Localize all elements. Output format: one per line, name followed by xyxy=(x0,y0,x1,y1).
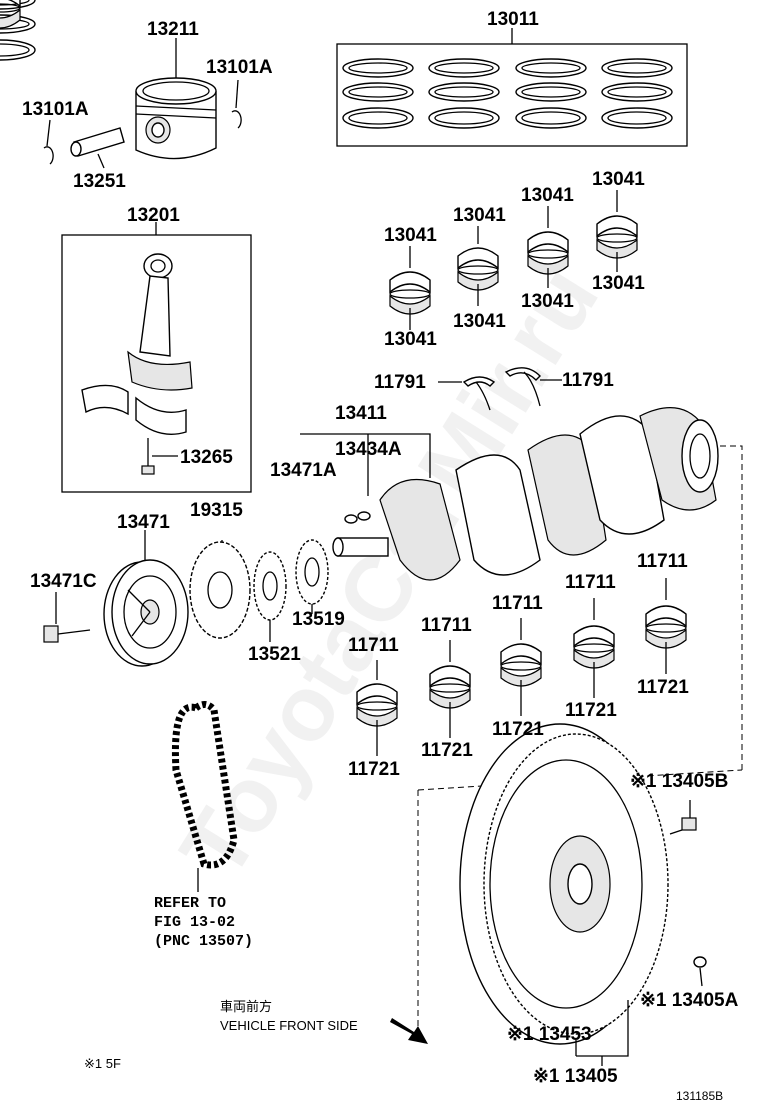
connecting-rod-assembly[interactable] xyxy=(61,222,252,493)
label-piston-ring-set: 13011 xyxy=(487,9,539,30)
label-rod-bearing-upper-3: 13041 xyxy=(521,185,574,206)
label-main-bearing-upper-4: 11711 xyxy=(565,572,616,593)
label-crankshaft-key-2: 13471A xyxy=(270,460,337,481)
label-piston-pin: 13251 xyxy=(73,171,126,192)
label-crankshaft-key-1: 13434A xyxy=(335,439,402,460)
crankshaft-pulley[interactable] xyxy=(103,530,189,667)
label-rod-bearing-lower-1: 13041 xyxy=(384,329,437,350)
piston[interactable] xyxy=(135,38,217,160)
label-sensor-plate: 19315 xyxy=(190,500,243,521)
snap-ring-right[interactable] xyxy=(231,79,242,129)
label-main-bearing-upper-1: 11711 xyxy=(348,635,399,656)
label-crankshaft: 13411 xyxy=(335,403,387,424)
label-connecting-rod: 13201 xyxy=(127,205,180,226)
label-snap-ring-left: 13101A xyxy=(22,99,89,120)
label-main-bearing-lower-3: 11721 xyxy=(492,719,544,740)
label-flywheel-bolt: ※1 13405B xyxy=(630,771,729,792)
label-main-bearing-upper-3: 11711 xyxy=(492,593,543,614)
crankshaft-keys[interactable] xyxy=(344,511,371,524)
label-rod-bearing-upper-4: 13041 xyxy=(592,169,645,190)
flywheel-dowel-pin[interactable] xyxy=(693,956,707,987)
label-main-bearing-lower-2: 11721 xyxy=(421,740,473,761)
vehicle-front-label-en: VEHICLE FRONT SIDE xyxy=(220,1018,358,1033)
footnote: ※1 5F xyxy=(84,1056,121,1071)
label-pulley-bolt: 13471C xyxy=(30,571,97,592)
label-main-bearing-upper-2: 11711 xyxy=(421,615,472,636)
crank-angle-sensor-plate[interactable] xyxy=(189,540,251,639)
rod-bearings[interactable] xyxy=(0,0,638,330)
label-main-bearing-lower-1: 11721 xyxy=(348,759,400,780)
label-main-bearing-lower-4: 11721 xyxy=(565,700,617,721)
label-rod-bearing-lower-4: 13041 xyxy=(592,273,645,294)
label-flywheel: ※1 13405 xyxy=(533,1066,618,1087)
flywheel-bolt[interactable] xyxy=(669,800,697,835)
pulley-bolt[interactable] xyxy=(43,592,91,643)
timing-chain[interactable] xyxy=(171,701,238,892)
piston-ring-set[interactable] xyxy=(0,0,688,147)
refer-to-fig-note: REFER TO FIG 13-02 (PNC 13507) xyxy=(154,895,254,950)
vehicle-front-label-jp: 車両前方 xyxy=(220,999,273,1014)
label-rod-bearing-upper-1: 13041 xyxy=(384,225,437,246)
figure-code: 131185B xyxy=(676,1089,724,1103)
label-rod-bearing-lower-3: 13041 xyxy=(521,291,574,312)
crankshaft-timing-gear[interactable] xyxy=(253,551,287,642)
crankshaft[interactable] xyxy=(300,407,743,770)
label-main-bearing-upper-5: 11711 xyxy=(637,551,688,572)
label-thrust-washer-left: 11791 xyxy=(374,372,426,393)
label-thrust-washer-right: 11791 xyxy=(562,370,614,391)
label-flywheel-pin: ※1 13405A xyxy=(640,990,739,1011)
label-snap-ring-right: 13101A xyxy=(206,57,273,78)
vehicle-front-arrow xyxy=(390,1018,428,1044)
piston-pin[interactable] xyxy=(70,127,125,169)
snap-ring-left[interactable] xyxy=(43,119,54,165)
timing-gear-spacer[interactable] xyxy=(295,539,329,614)
label-ring-gear: ※1 13453 xyxy=(507,1024,592,1045)
thrust-washers[interactable] xyxy=(438,367,562,411)
label-rod-bolt: 13265 xyxy=(180,447,233,468)
label-rod-bearing-lower-2: 13041 xyxy=(453,311,506,332)
label-rod-bearing-upper-2: 13041 xyxy=(453,205,506,226)
flywheel[interactable] xyxy=(417,723,743,1066)
label-timing-gear: 13521 xyxy=(248,644,301,665)
label-piston: 13211 xyxy=(147,19,199,40)
label-main-bearing-lower-5: 11721 xyxy=(637,677,689,698)
label-crankshaft-pulley: 13471 xyxy=(117,512,170,533)
label-gear-spacer: 13519 xyxy=(292,609,345,630)
main-bearings[interactable] xyxy=(356,578,687,756)
